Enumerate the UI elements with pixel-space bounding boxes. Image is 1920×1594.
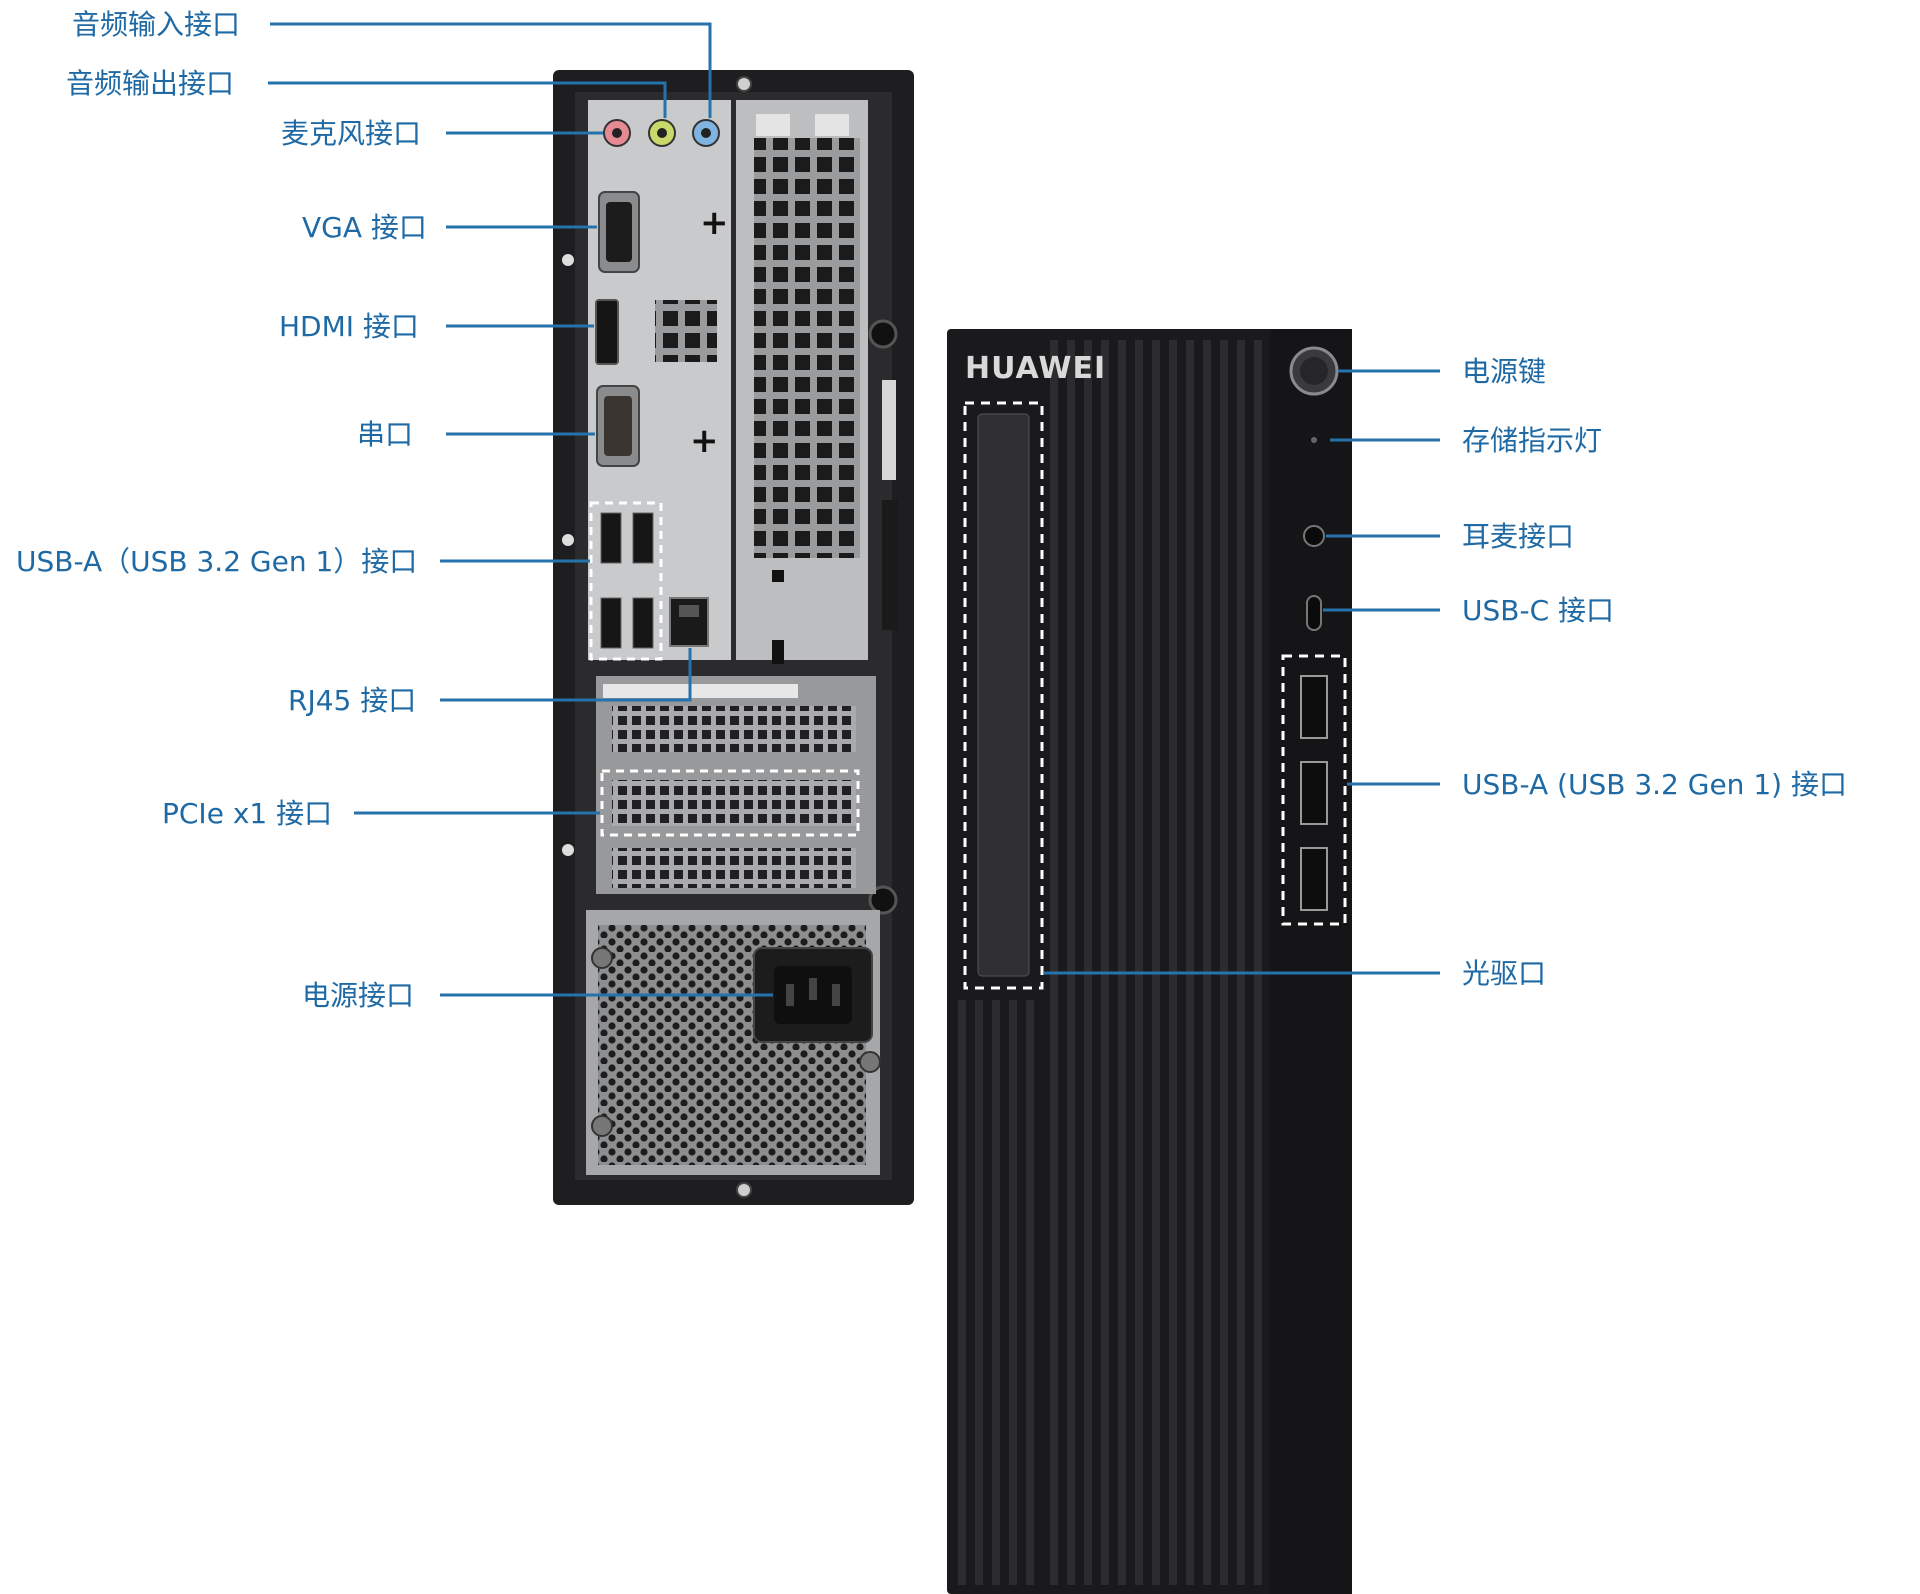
front-usb-a-port[interactable] (1300, 761, 1328, 825)
svg-text:+: + (690, 421, 719, 461)
label-pcie: PCIe x1 接口 (162, 797, 332, 830)
vent-rib (1152, 340, 1160, 1585)
optical-drive[interactable] (963, 401, 1044, 990)
vent-rib (1254, 340, 1262, 1585)
power-inlet[interactable] (753, 947, 873, 1043)
headset-jack[interactable] (1303, 525, 1325, 547)
vent-rib (1237, 340, 1245, 1585)
io-plate: + + (588, 100, 898, 664)
label-vga: VGA 接口 (302, 211, 427, 244)
vent-rib (1135, 340, 1143, 1585)
label-hdmi: HDMI 接口 (279, 310, 419, 343)
vent-rib (1203, 340, 1211, 1585)
label-usb-c: USB-C 接口 (1462, 594, 1614, 627)
vent-rib (1169, 340, 1177, 1585)
rear-usb-a-port[interactable] (600, 512, 622, 564)
label-storage-led: 存储指示灯 (1462, 424, 1602, 457)
vent-rib (1009, 1000, 1017, 1585)
label-rear-usb-a: USB-A（USB 3.2 Gen 1）接口 (16, 545, 417, 578)
front-labels: 电源键 存储指示灯 耳麦接口 USB-C 接口 USB-A (USB 3.2 G… (1462, 355, 1847, 990)
label-audio-out: 音频输出接口 (66, 67, 234, 100)
rear-usb-a-group (589, 501, 663, 661)
front-usb-a-port[interactable] (1300, 675, 1328, 739)
chassis-screw-top (736, 76, 752, 92)
rear-labels: 音频输入接口 音频输出接口 麦克风接口 VGA 接口 HDMI 接口 串口 US… (16, 8, 427, 1012)
rj45-port[interactable] (669, 597, 709, 647)
pcie-slots (596, 676, 876, 894)
vent-rib (1067, 340, 1075, 1585)
vent-rib (1186, 340, 1194, 1585)
vent-rib (1220, 340, 1228, 1585)
audio-jacks (603, 119, 720, 147)
front-usb-c-port[interactable] (1306, 595, 1322, 631)
hdmi-port[interactable] (595, 299, 619, 365)
vent-rib (992, 1000, 1000, 1585)
label-power-inlet: 电源接口 (302, 979, 414, 1012)
pcie-x1-slot[interactable] (600, 769, 860, 837)
brand-logo: HUAWEI (965, 351, 1106, 386)
vent-rib (958, 1000, 966, 1585)
front-tower: HUAWEI (947, 329, 1352, 1594)
chassis-screw-bottom (736, 1182, 752, 1198)
serial-port[interactable] (596, 385, 640, 467)
label-mic: 麦克风接口 (281, 117, 421, 150)
rear-usb-a-port[interactable] (632, 512, 654, 564)
front-usb-a-group (1281, 654, 1347, 926)
vent-rib (1101, 340, 1109, 1585)
storage-led (1311, 437, 1317, 443)
vent-rib (975, 1000, 983, 1585)
label-audio-in: 音频输入接口 (72, 8, 240, 41)
rear-usb-a-port[interactable] (600, 597, 622, 649)
svg-text:+: + (700, 203, 729, 243)
label-rj45: RJ45 接口 (288, 684, 416, 717)
label-headset: 耳麦接口 (1462, 520, 1574, 553)
power-button[interactable] (1289, 346, 1339, 396)
vent-rib (1050, 340, 1058, 1585)
label-serial: 串口 (357, 418, 413, 451)
front-usb-a-port[interactable] (1300, 847, 1328, 911)
label-power-button: 电源键 (1462, 355, 1546, 388)
power-supply (586, 910, 881, 1175)
label-front-usb-a: USB-A (USB 3.2 Gen 1) 接口 (1462, 768, 1847, 801)
label-optical: 光驱口 (1462, 957, 1546, 990)
vga-port[interactable] (598, 191, 640, 273)
rear-usb-a-port[interactable] (632, 597, 654, 649)
vent-rib (1026, 1000, 1034, 1585)
vent-rib (1118, 340, 1126, 1585)
vent-rib (1084, 340, 1092, 1585)
leader-lines (268, 22, 1440, 997)
